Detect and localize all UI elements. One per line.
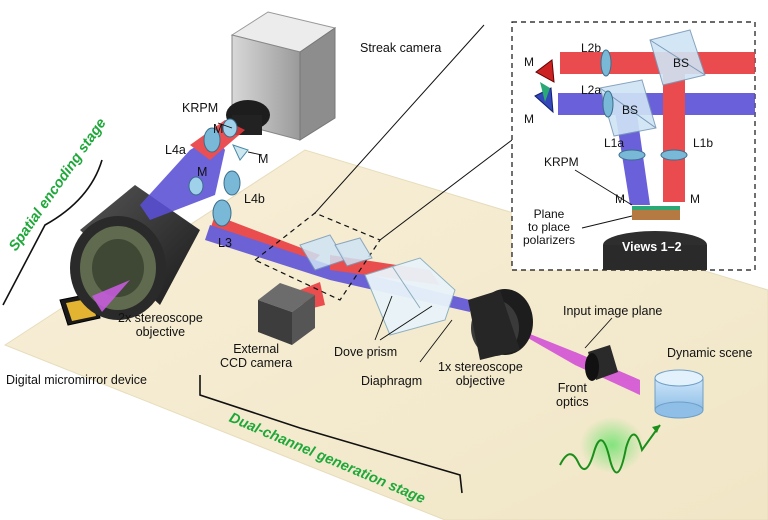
beam-paths [92,120,640,395]
inset-mirror-top [535,59,555,83]
spatial-stage-bracket [2,159,103,306]
inset-label-bs-top: BS [673,56,690,70]
objective-1x [468,289,533,360]
label-diaphragm: Diaphragm [361,374,423,388]
inset-lens-l2b [600,49,612,77]
label-l4a: L4a [165,143,186,157]
streak-camera [226,11,337,141]
inset-krpm-leader [574,169,633,206]
beam-splitter-main-2 [334,237,373,267]
dual-stage-bracket [199,375,463,494]
inset-krpm-icon [540,82,550,102]
label-streak-camera: Streak camera [360,41,442,55]
label-front-optics: Front optics [556,381,589,409]
lens-l4a [203,127,221,153]
label-m-mid: M [197,165,208,179]
dynamic-scene-vial [654,369,704,419]
inset-label-l1a: L1a [604,136,625,150]
inset-krpm-mirror [632,206,680,210]
inset-label-m2: M [524,112,534,126]
inset-label-bs-mid: BS [622,103,639,117]
inset-label-m1: M [524,55,534,69]
inset-label-l2a: L2a [581,83,602,97]
inset-beam-splitter-top [649,29,706,86]
laser-pulse-wave [559,424,661,474]
external-ccd-camera [258,283,315,345]
inset-lens-l2a [602,90,614,118]
label-dove-prism: Dove prism [334,345,398,359]
leader-lines [217,122,613,363]
label-m-krpm: M [258,152,269,166]
inset-plane-leader [581,215,633,229]
inset-objective-body [603,245,707,270]
mirror-m-top [222,118,238,138]
mirror-m-mid [188,176,204,196]
inset-lens-l1a [618,149,646,161]
inset-label-krpm: KRPM [544,155,579,169]
label-objective-2x: 2x stereoscope objective [118,311,203,339]
label-l4b: L4b [244,192,265,206]
laser-arrow-icon [652,425,660,433]
front-optics [585,345,618,381]
lens-l4b [223,170,241,196]
inset-label-m-left: M [615,192,625,206]
laser-pulse-glow [580,417,644,473]
label-input-image-plane: Input image plane [563,304,663,318]
inset-label-l1b: L1b [693,136,714,150]
dove-prism [364,257,456,336]
label-dmd: Digital micromirror device [6,373,147,387]
inset-label-views: Views 1–2 [622,240,682,254]
inset-label-m-right: M [690,192,700,206]
zoom-line-top [314,24,485,214]
objective-2x [70,185,200,320]
label-objective-1x: 1x stereoscope objective [438,360,523,388]
inset-label-plane: Plane to place polarizers [523,207,576,247]
lens-l3 [212,199,232,227]
label-m-top: M [213,122,224,136]
inset-beam-splitter-mid [599,79,657,137]
zoom-line-bottom [379,139,513,241]
label-dynamic-scene: Dynamic scene [667,346,753,360]
inset-label-l2b: L2b [581,41,602,55]
label-krpm: KRPM [182,101,219,115]
inset-polarizer-plane [632,210,680,220]
label-l3: L3 [218,236,232,250]
inset-lens-l1b [660,149,688,161]
krpm-mirror [232,144,249,161]
label-ccd: External CCD camera [220,342,293,370]
